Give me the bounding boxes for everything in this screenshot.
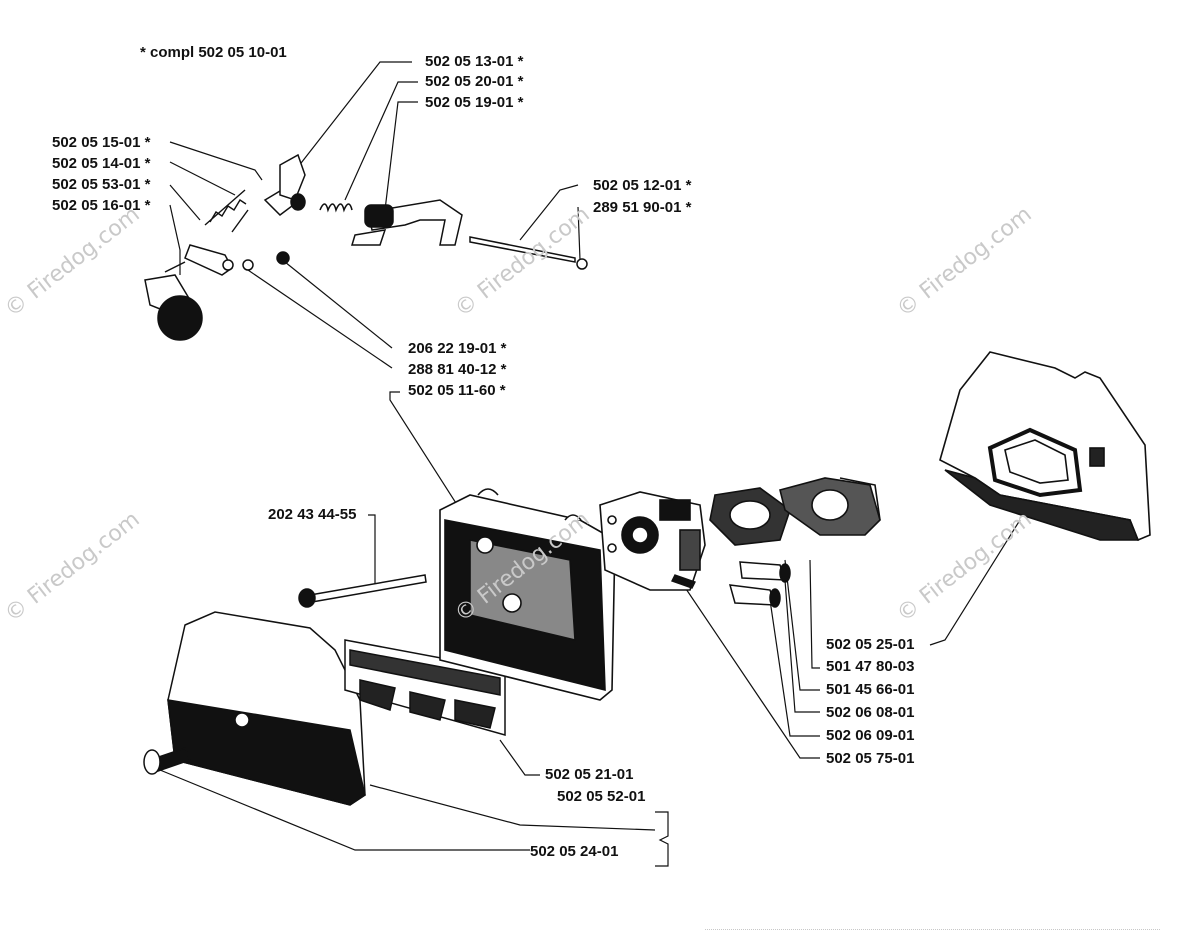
cylinder-cover	[939, 351, 1151, 542]
throttle-trigger	[263, 153, 306, 216]
spring-2	[319, 203, 353, 213]
intake-flange	[779, 477, 881, 536]
part-label: 501 45 66-01	[826, 681, 915, 698]
part-label: 502 05 14-01 *	[52, 155, 151, 172]
leader-19-01	[384, 101, 418, 211]
part-label: 206 22 19-01 *	[408, 340, 507, 357]
spring-1	[204, 189, 249, 233]
part-label: 202 43 44-55	[268, 506, 357, 523]
sleeve-2	[728, 584, 781, 608]
part-label: 288 81 40-12 *	[408, 361, 507, 378]
part-label: 502 05 52-01	[557, 788, 646, 805]
part-label: 289 51 90-01 *	[593, 199, 692, 216]
sleeve-1	[739, 561, 791, 583]
leader-47-80	[809, 559, 820, 669]
footer-rule	[705, 929, 1160, 930]
filter-plate	[439, 488, 616, 701]
part-label: 502 05 25-01	[826, 636, 915, 653]
leader-202	[368, 514, 376, 590]
part-label: 502 05 24-01	[530, 843, 619, 860]
leader-90-01	[577, 206, 581, 261]
filter-cover	[143, 611, 366, 806]
throttle-lever	[350, 199, 463, 246]
part-label: 502 05 53-01 *	[52, 176, 151, 193]
leader-25-01	[929, 519, 1021, 646]
carburetor	[599, 491, 706, 591]
part-label: 502 06 09-01	[826, 727, 915, 744]
leader-21-01	[499, 739, 540, 776]
shaft	[469, 236, 588, 270]
part-label: 502 05 75-01	[826, 750, 915, 767]
leader-20-01	[344, 81, 418, 201]
long-bolt	[298, 574, 427, 608]
part-label: 502 05 20-01 *	[425, 73, 524, 90]
part-label: 502 05 21-01	[545, 766, 634, 783]
leader-08-01	[784, 579, 820, 713]
part-label: 502 05 12-01 *	[593, 177, 692, 194]
leader-15-01	[169, 141, 263, 181]
kit-note: * compl 502 05 10-01	[140, 44, 287, 61]
lever-link	[184, 244, 290, 276]
part-label: 502 05 11-60 *	[408, 382, 506, 399]
part-label: 502 05 15-01 *	[52, 134, 151, 151]
leader-52-01	[369, 784, 656, 831]
leader-206	[284, 261, 393, 349]
bracket	[655, 811, 669, 867]
small-bolt	[671, 574, 696, 589]
part-label: 502 05 13-01 *	[425, 53, 524, 70]
leader-11-60	[389, 391, 471, 526]
leader-288	[244, 267, 393, 369]
part-label: 502 05 16-01 *	[52, 197, 151, 214]
leader-12-01	[519, 184, 579, 241]
leader-24-01	[159, 769, 530, 851]
part-label: 502 05 19-01 *	[425, 94, 524, 111]
leader-53-01	[169, 184, 201, 221]
leader-14-01	[169, 161, 236, 196]
part-label: 502 06 08-01	[826, 704, 915, 721]
leader-45-66	[784, 559, 820, 691]
leader-09-01	[769, 599, 820, 737]
leader-75-01	[679, 579, 820, 759]
choke-knob	[144, 261, 203, 341]
leader-13-01	[279, 61, 412, 191]
part-label: 501 47 80-03	[826, 658, 915, 675]
gasket	[709, 487, 791, 546]
leader-16-01	[169, 204, 181, 275]
